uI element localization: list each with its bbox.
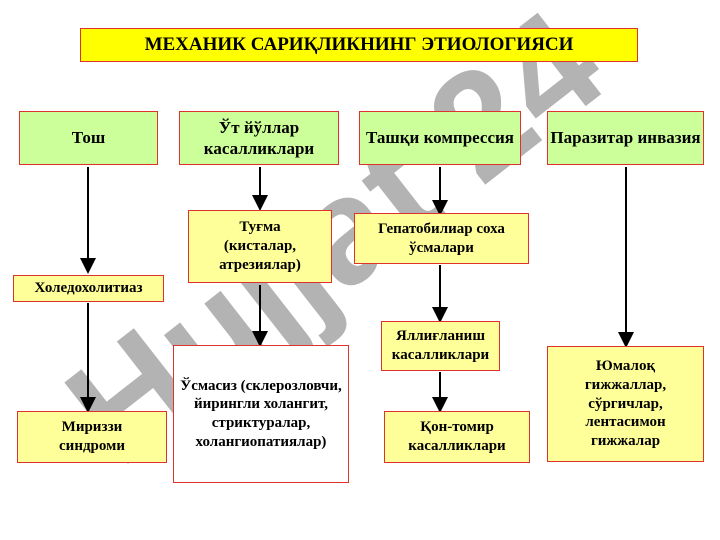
header-external-compression: Ташқи компрессия [359, 111, 521, 165]
item-inflammatory-diseases: Яллиғланиш касалликлари [381, 321, 500, 371]
item-worms: Юмалоқ гижжаллар, сўргичлар, лентасимон … [547, 346, 704, 462]
diagram-title: МЕХАНИК САРИҚЛИКНИНГ ЭТИОЛОГИЯСИ [80, 28, 638, 62]
item-congenital: Туғма (кисталар, атрезиялар) [188, 210, 332, 283]
item-hepatobiliary-tumors: Гепатобилиар соха ўсмалари [354, 213, 529, 264]
header-bile-ducts: Ўт йўллар касалликлари [179, 111, 339, 165]
header-stone: Тош [19, 111, 158, 165]
item-vascular-diseases: Қон-томир касалликлари [384, 411, 530, 463]
item-mirizzi-syndrome: Мириззи синдроми [17, 411, 167, 463]
item-nontumor: Ўсмасиз (склерозловчи, йирингли холангит… [173, 345, 349, 483]
item-choledocholithiasis: Холедохолитиаз [13, 275, 164, 302]
header-parasitic-invasion: Паразитар инвазия [547, 111, 704, 165]
